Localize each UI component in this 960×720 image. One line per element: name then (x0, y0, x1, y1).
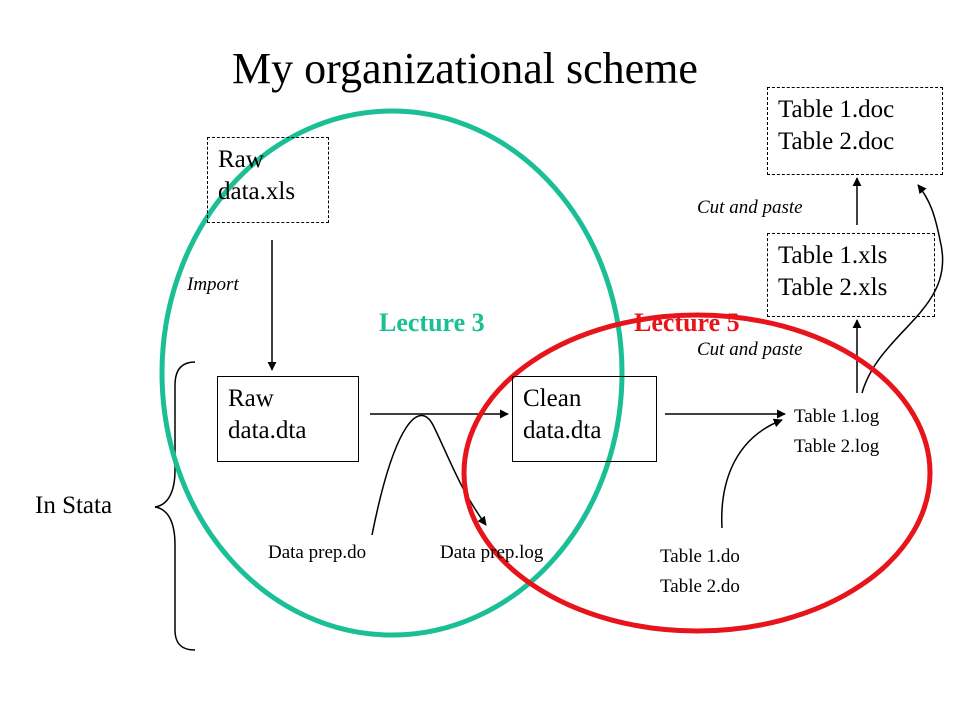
lecture3-circle (159, 108, 625, 638)
data-prep-do-label: Data prep.do (268, 542, 367, 563)
data-prep-log-label: Data prep.log (440, 542, 544, 563)
table-log-line: Table 1.log (794, 406, 880, 427)
table-do-line: Table 2.do (660, 576, 740, 597)
table-do-to-log-curve (721, 418, 783, 529)
import-label: Import (187, 274, 239, 295)
box-line: Raw (228, 385, 274, 412)
box-line: Table 1.xls (778, 242, 888, 269)
page-title: My organizational scheme (232, 44, 698, 93)
box-line: data.dta (228, 417, 307, 444)
table-do-label: Table 1.do Table 2.do (660, 542, 740, 602)
table-xls-box: Table 1.xls Table 2.xls (767, 233, 935, 317)
box-line: Table 1.doc (778, 96, 895, 123)
log-to-doc-curve (861, 184, 944, 394)
table-log-label: Table 1.log Table 2.log (794, 402, 879, 462)
box-line: Table 2.doc (778, 128, 895, 155)
in-stata-brace (154, 361, 196, 651)
in-stata-label: In Stata (35, 492, 113, 519)
raw-dta-box: Raw data.dta (217, 376, 359, 462)
box-line: data.xls (218, 178, 296, 205)
table-do-line: Table 1.do (660, 546, 740, 567)
table-doc-box: Table 1.doc Table 2.doc (767, 87, 943, 175)
lecture3-label: Lecture 3 (379, 308, 485, 337)
table-log-line: Table 2.log (794, 436, 880, 457)
lecture5-label: Lecture 5 (634, 308, 740, 337)
clean-dta-box: Clean data.dta (512, 376, 657, 462)
lecture5-circle (461, 312, 933, 634)
box-line: Table 2.xls (778, 274, 888, 301)
box-line: Clean (523, 385, 582, 412)
cut-paste-bottom-label: Cut and paste (697, 339, 803, 360)
raw-xls-box: Raw data.xls (207, 137, 329, 223)
box-line: Raw (218, 146, 264, 173)
cut-paste-top-label: Cut and paste (697, 197, 803, 218)
box-line: data.dta (523, 417, 602, 444)
